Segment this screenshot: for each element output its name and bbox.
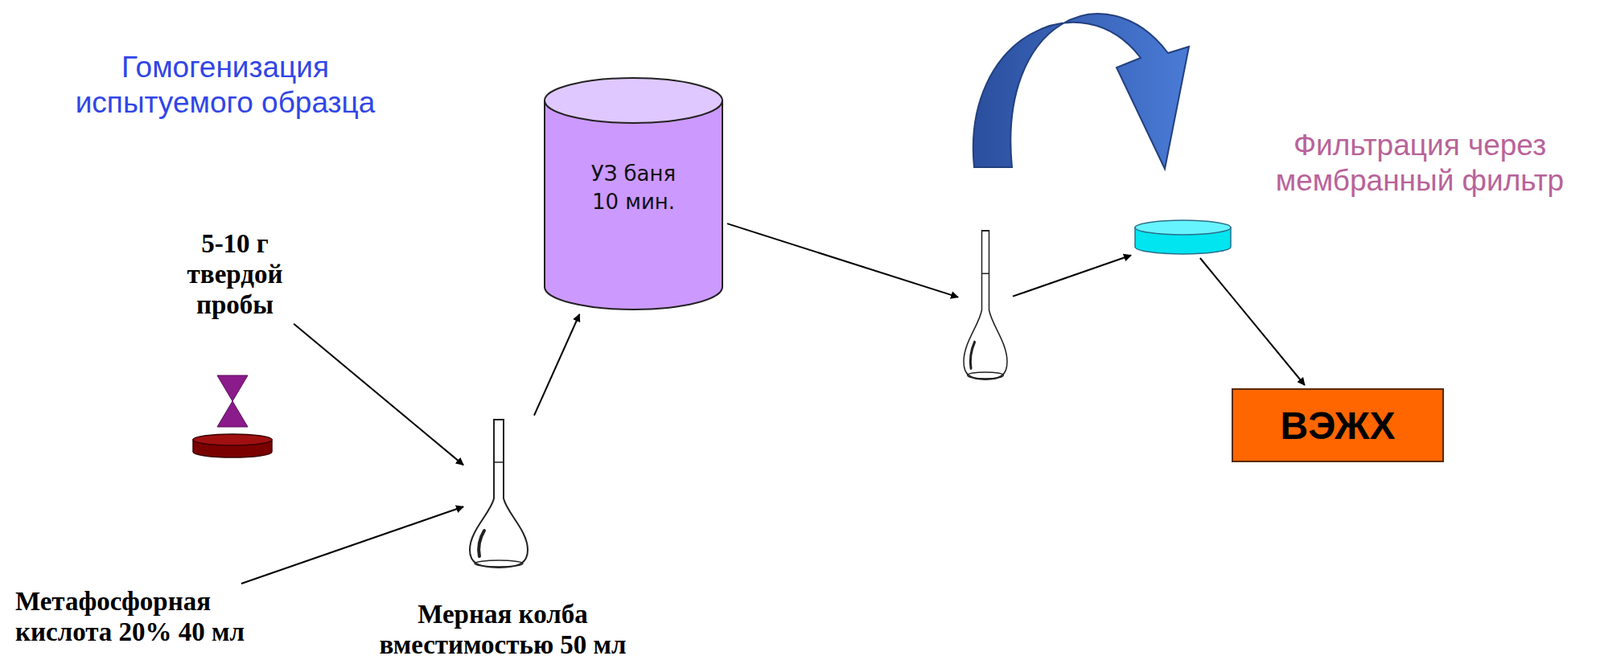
flow-arrow xyxy=(727,223,959,298)
volumetric-flask: Мерная колба вместимостью 50 мл xyxy=(466,418,531,572)
flow-arrow xyxy=(1200,258,1305,386)
ultrasonic-bath: УЗ баня 10 мин. xyxy=(542,76,724,312)
flow-arrow xyxy=(1012,255,1132,297)
curved-arrow xyxy=(973,13,1189,169)
sample-dish xyxy=(193,434,272,458)
membrane-filter: Фильтрация через мембранный фильтр xyxy=(1134,219,1232,256)
sample-label: 5-10 г твердой пробы xyxy=(160,229,309,321)
flow-arrow xyxy=(241,506,464,585)
reagent-label: Метафосфорная кислота 20% 40 мл xyxy=(15,587,273,649)
section-heading: Гомогенизация испытуемого образца xyxy=(64,49,387,122)
bath-label: УЗ баня 10 мин. xyxy=(577,160,691,217)
hplc-box: ВЭЖХ xyxy=(1231,388,1444,463)
step-caption: Мерная колба вместимостью 50 мл xyxy=(357,600,648,660)
volumetric-flask xyxy=(961,229,1010,383)
step-label: Метафосфорная кислота 20% 40 мл xyxy=(15,587,273,649)
hplc-label: ВЭЖХ xyxy=(1279,403,1395,449)
hourglass-symbol xyxy=(217,375,248,428)
step-caption: Фильтрация через мембранный фильтр xyxy=(1254,127,1585,200)
flow-arrow xyxy=(534,314,580,416)
step-label: 5-10 г твердой пробы xyxy=(160,229,309,321)
flow-arrow xyxy=(293,324,464,466)
